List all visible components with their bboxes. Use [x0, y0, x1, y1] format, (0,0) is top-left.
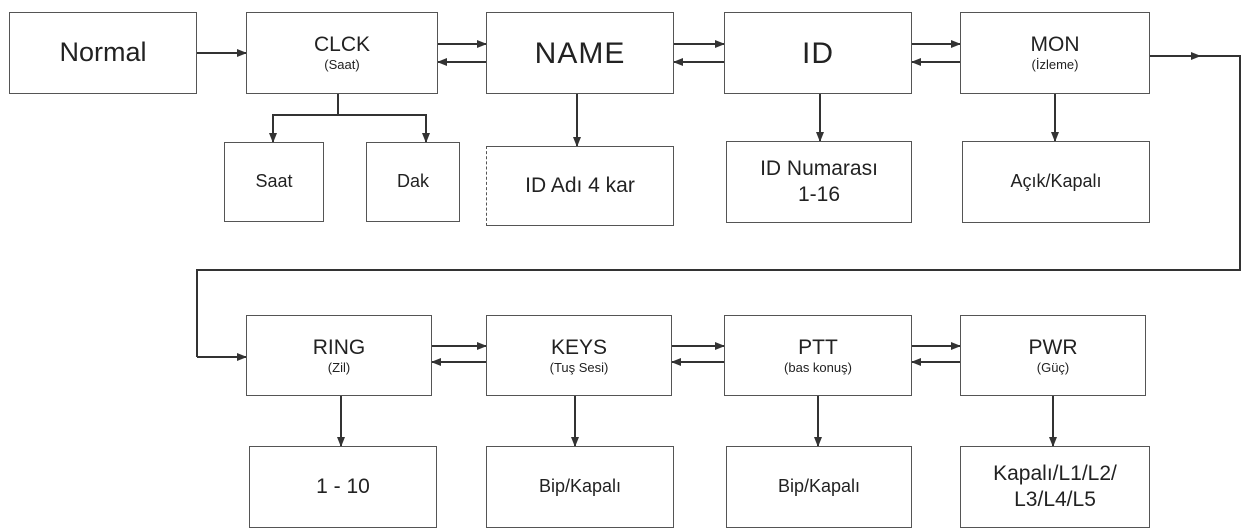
ptt-option: Bip/Kapalı: [777, 476, 861, 497]
id-option-line2: 1-16: [797, 183, 841, 206]
pwr-option-box: Kapalı/L1/L2/ L3/L4/L5: [960, 446, 1150, 528]
mon-option: Açık/Kapalı: [1010, 171, 1102, 192]
clck-hour-option-box: Saat: [224, 142, 324, 222]
mon-option-box: Açık/Kapalı: [962, 141, 1150, 223]
clck-minute-option-box: Dak: [366, 142, 460, 222]
pwr-box: PWR (Güç): [960, 315, 1146, 396]
clck-minute-option: Dak: [396, 171, 429, 192]
ptt-option-box: Bip/Kapalı: [726, 446, 912, 528]
clck-box: CLCK (Saat): [246, 12, 438, 94]
keys-label: KEYS: [550, 335, 608, 359]
ring-option-box: 1 - 10: [249, 446, 437, 528]
id-label: ID: [802, 36, 834, 70]
wrap-line: [196, 55, 1241, 357]
pwr-option-line2: L3/L4/L5: [1014, 488, 1096, 511]
keys-option: Bip/Kapalı: [538, 476, 622, 497]
keys-box: KEYS (Tuş Sesi): [486, 315, 672, 396]
ptt-label: PTT: [798, 335, 838, 359]
name-option: ID Adı 4 kar: [525, 174, 635, 198]
name-label: NAME: [534, 36, 626, 70]
normal-box: Normal: [9, 12, 197, 94]
mon-box: MON (İzleme): [960, 12, 1150, 94]
ptt-sublabel: (bas konuş): [784, 359, 852, 375]
keys-sublabel: (Tuş Sesi): [549, 359, 609, 375]
mon-sublabel: (İzleme): [1031, 57, 1079, 73]
id-option-line1: ID Numarası: [760, 156, 878, 180]
id-option-box: ID Numarası 1-16: [726, 141, 912, 223]
ring-box: RING (Zil): [246, 315, 432, 396]
ring-sublabel: (Zil): [327, 359, 351, 375]
name-box: NAME: [486, 12, 674, 94]
clck-label: CLCK: [313, 33, 371, 57]
pwr-sublabel: (Güç): [1036, 359, 1070, 375]
ptt-box: PTT (bas konuş): [724, 315, 912, 396]
keys-option-box: Bip/Kapalı: [486, 446, 674, 528]
pwr-option-line1: Kapalı/L1/L2/: [993, 461, 1117, 485]
pwr-label: PWR: [1028, 335, 1078, 359]
ring-option: 1 - 10: [316, 475, 370, 499]
mon-label: MON: [1030, 33, 1080, 57]
clck-hour-option: Saat: [255, 171, 293, 192]
clck-sublabel: (Saat): [324, 57, 360, 73]
id-box: ID: [724, 12, 912, 94]
name-option-box: ID Adı 4 kar: [486, 146, 674, 226]
ring-label: RING: [312, 335, 366, 359]
normal-label: Normal: [59, 37, 147, 68]
